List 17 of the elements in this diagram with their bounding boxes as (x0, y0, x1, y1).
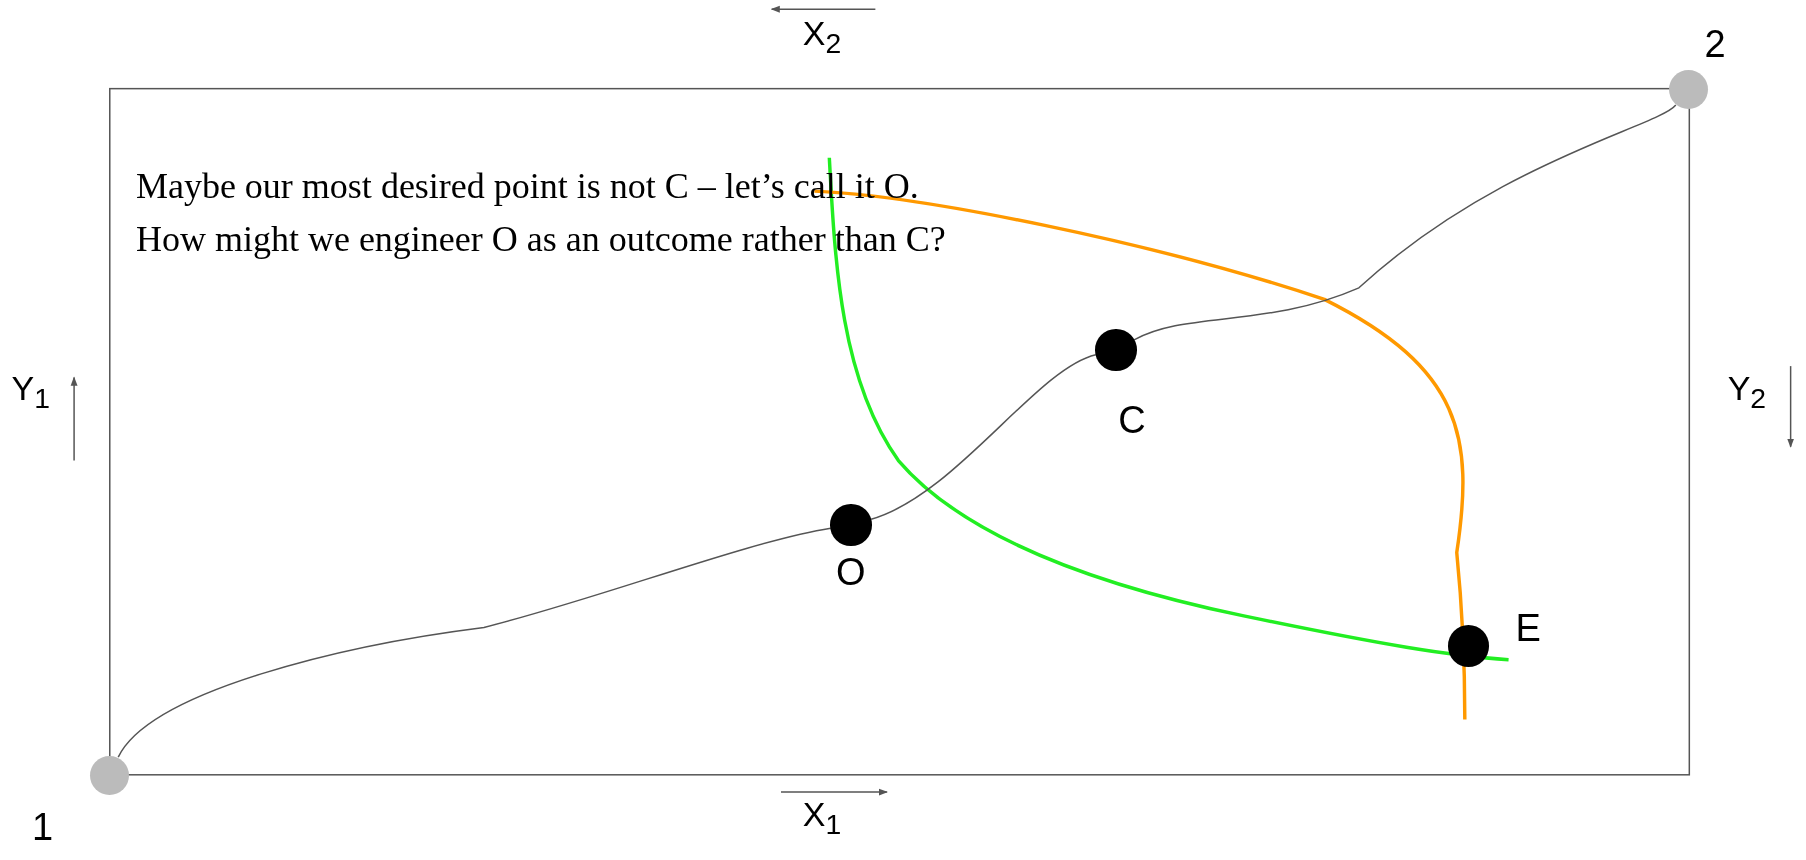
point-label: 1 (32, 804, 54, 849)
point-label: E (1515, 605, 1541, 650)
point-dot (1095, 329, 1137, 371)
axis-label: Y$_{1}$ (11, 368, 50, 415)
axis-label: X$_{1}$ (802, 794, 842, 841)
point-dot (1447, 625, 1490, 667)
endpoint-circle (1668, 70, 1709, 110)
point-dot (830, 504, 872, 546)
endpoint-circle (89, 755, 129, 795)
contract-curve (870, 353, 1097, 521)
point-label: C (1118, 398, 1146, 443)
axis-label: X$_{2}$ (802, 13, 842, 60)
contract-curve (117, 527, 832, 758)
axis-label: Y$_{2}$ (1727, 368, 1767, 415)
point-label: O (836, 550, 866, 595)
point-label: 2 (1704, 21, 1726, 66)
contract-curve (1133, 104, 1677, 341)
